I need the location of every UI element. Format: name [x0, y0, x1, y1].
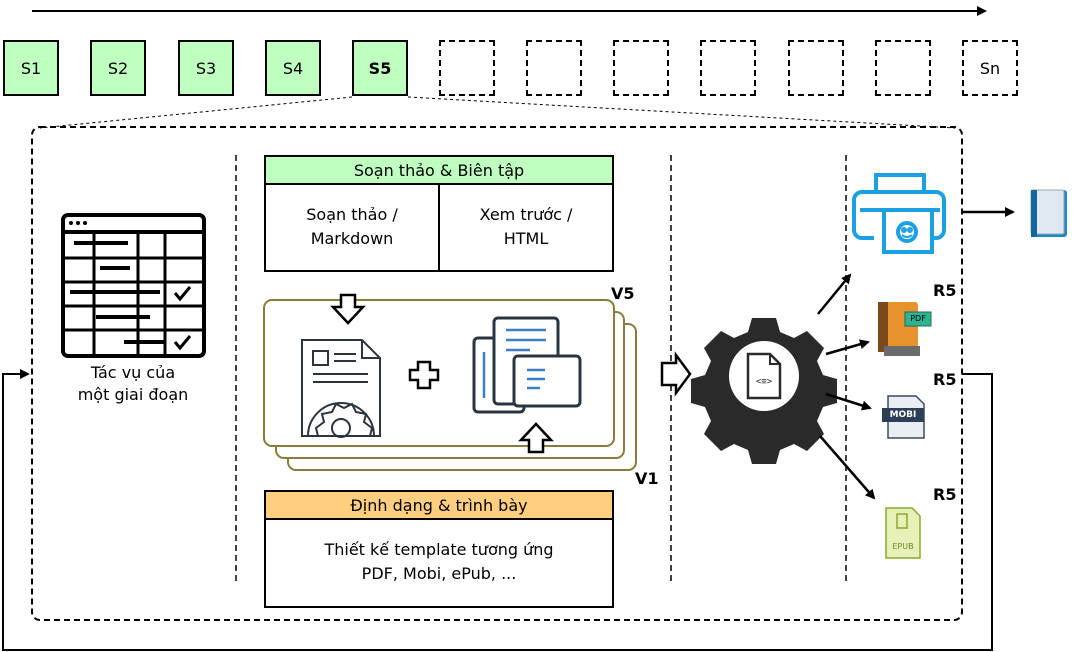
- version-latest-label: V5: [611, 284, 635, 303]
- feedback-loop-arrow: [2, 369, 993, 651]
- stage-box-4[interactable]: S4: [265, 40, 321, 96]
- output-arrow-mobi: [825, 392, 872, 411]
- stage-box-current[interactable]: S5: [352, 40, 408, 96]
- input-up-arrow: [518, 422, 554, 454]
- stage-box-1[interactable]: S1: [3, 40, 59, 96]
- preview-html-cell[interactable]: Xem trước / HTML: [440, 183, 612, 270]
- documents-stack-icon: [472, 316, 582, 414]
- pdf-badge: PDF: [910, 314, 926, 323]
- release-label-mobi: R5: [933, 370, 957, 389]
- preview-html-line2: HTML: [503, 228, 549, 248]
- editor-markdown-line1: Soạn thảo /: [306, 204, 398, 224]
- preview-html-line1: Xem trước /: [479, 204, 573, 224]
- stage-box-empty[interactable]: [788, 40, 844, 96]
- output-arrow-epub: [819, 435, 876, 500]
- stage-box-empty[interactable]: [526, 40, 582, 96]
- format-panel-title: Định dạng & trình bày: [264, 490, 614, 520]
- mobi-badge: MOBI: [889, 410, 917, 420]
- stage-box-empty[interactable]: [875, 40, 931, 96]
- version-first-label: V1: [635, 469, 659, 488]
- task-label-line2: một giai đoạn: [77, 385, 189, 404]
- mobi-icon: [882, 395, 925, 439]
- stage-box-empty[interactable]: [439, 40, 495, 96]
- zoom-line-left: [39, 96, 353, 129]
- output-arrow-pdf: [825, 339, 870, 356]
- zoom-line-right: [407, 96, 956, 129]
- editing-panel-title: Soạn thảo & Biên tập: [264, 155, 614, 185]
- format-panel-line2: PDF, Mobi, ePub, ...: [361, 564, 517, 583]
- editor-markdown-line2: Markdown: [310, 228, 394, 248]
- task-label-line1: Tác vụ của: [90, 363, 176, 382]
- release-label-epub: R5: [933, 485, 957, 504]
- format-panel-line1: Thiết kế template tương ứng: [324, 540, 554, 559]
- process-arrow: [660, 351, 692, 397]
- book-icon: [1030, 189, 1067, 237]
- stage-box-last[interactable]: Sn: [962, 40, 1018, 96]
- output-arrow-print: [817, 273, 852, 315]
- stage-box-3[interactable]: S3: [178, 40, 234, 96]
- plus-icon: [408, 360, 440, 390]
- svg-text:<≡>: <≡>: [756, 377, 773, 387]
- editing-panel-body: Soạn thảo / Markdown Xem trước / HTML: [264, 183, 614, 272]
- epub-icon: [885, 507, 921, 559]
- input-down-arrow: [330, 293, 366, 325]
- checklist-icon: [61, 213, 206, 358]
- stage-box-empty[interactable]: [613, 40, 669, 96]
- release-label-pdf: R5: [933, 281, 957, 300]
- format-panel-body: Thiết kế template tương ứng PDF, Mobi, e…: [264, 518, 614, 608]
- stage-box-empty[interactable]: [700, 40, 756, 96]
- epub-badge: EPUB: [892, 542, 914, 551]
- stage-box-2[interactable]: S2: [90, 40, 146, 96]
- pdf-book-icon: [878, 302, 932, 356]
- editor-markdown-cell[interactable]: Soạn thảo / Markdown: [266, 183, 440, 270]
- build-gear-icon: <≡>: [691, 318, 837, 464]
- printer-icon: [852, 173, 946, 254]
- document-gear-icon: [301, 339, 381, 438]
